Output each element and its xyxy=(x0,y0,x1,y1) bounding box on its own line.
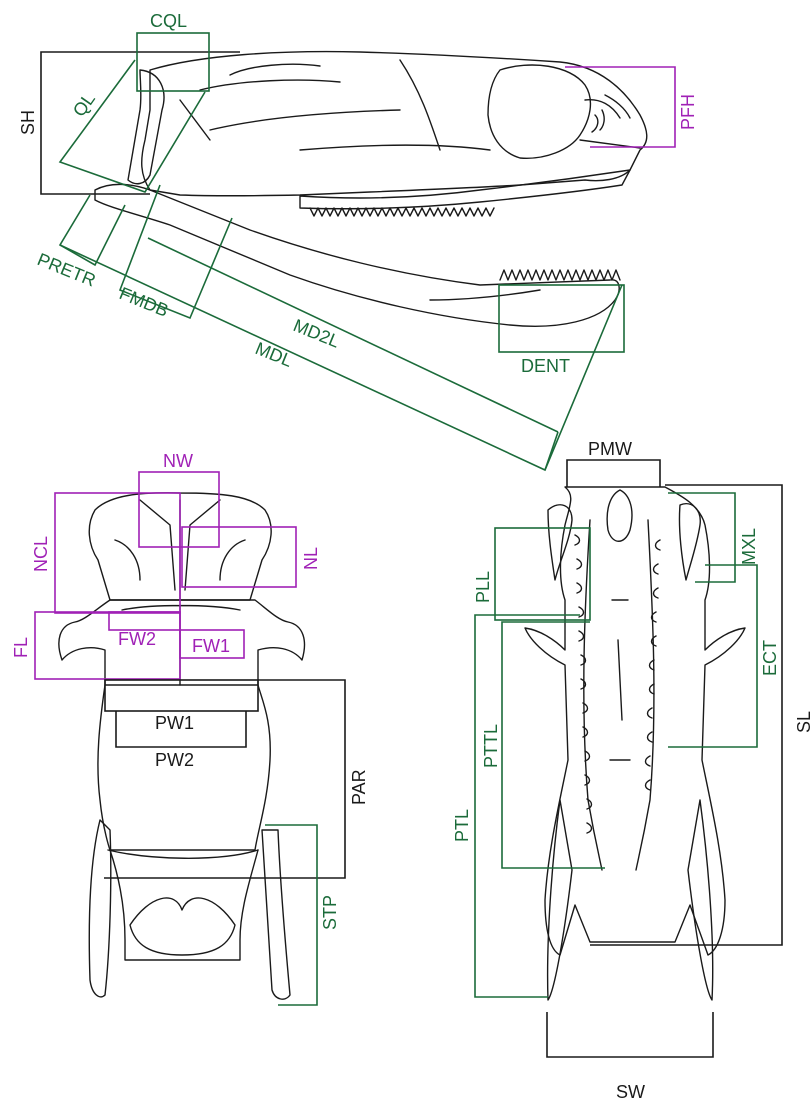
label-ptl: PTL xyxy=(452,809,472,842)
par-measure xyxy=(104,680,345,878)
nl-measure xyxy=(182,527,296,587)
fl-measure xyxy=(35,612,180,679)
label-fmdb: FMDB xyxy=(117,283,172,321)
md2l-measure xyxy=(148,238,558,432)
lateral-measurement-lines xyxy=(41,33,675,470)
label-ncl: NCL xyxy=(31,536,51,572)
label-cql: CQL xyxy=(150,11,187,31)
label-mdl: MDL xyxy=(253,338,296,371)
label-fw1: FW1 xyxy=(192,636,230,656)
dent-measure xyxy=(499,285,624,352)
mdl-end xyxy=(545,432,558,470)
label-sl: SL xyxy=(794,711,812,733)
label-mxl: MXL xyxy=(739,528,759,565)
label-pfh: PFH xyxy=(678,94,698,130)
cql-measure xyxy=(137,33,209,91)
ventral-skull-drawing xyxy=(525,487,745,1000)
label-pll: PLL xyxy=(473,571,493,603)
label-stp: STP xyxy=(320,895,340,930)
stp-measure xyxy=(265,825,317,1005)
label-fl: FL xyxy=(11,637,31,658)
label-md2l: MD2L xyxy=(291,315,343,352)
mxl-measure xyxy=(668,493,735,582)
ncl-measure xyxy=(55,493,180,613)
label-par: PAR xyxy=(349,769,369,805)
label-fw2: FW2 xyxy=(118,629,156,649)
ql-measure xyxy=(60,60,205,192)
label-pttl: PTTL xyxy=(481,724,501,768)
fw2-measure xyxy=(109,612,180,630)
label-nw: NW xyxy=(163,451,193,471)
ventral-labels: PMW PLL MXL ECT SL PTTL PTL SW xyxy=(452,439,812,1102)
label-pretr: PRETR xyxy=(35,249,99,290)
label-pw2: PW2 xyxy=(155,750,194,770)
label-pmw: PMW xyxy=(588,439,632,459)
label-sh: SH xyxy=(18,110,38,135)
ventral-measurement-lines xyxy=(475,460,782,1057)
sw-measure xyxy=(547,1012,713,1057)
dorsal-measurement-lines xyxy=(35,472,345,1005)
pmw-measure xyxy=(567,460,660,487)
pretr-measure xyxy=(60,195,125,265)
pll-measure xyxy=(495,528,590,620)
pfh-measure xyxy=(565,67,675,147)
label-dent: DENT xyxy=(521,356,570,376)
label-nl: NL xyxy=(301,547,321,570)
label-ect: ECT xyxy=(760,640,780,676)
ect-measure xyxy=(668,565,757,747)
label-sw: SW xyxy=(616,1082,645,1102)
label-pw1: PW1 xyxy=(155,713,194,733)
